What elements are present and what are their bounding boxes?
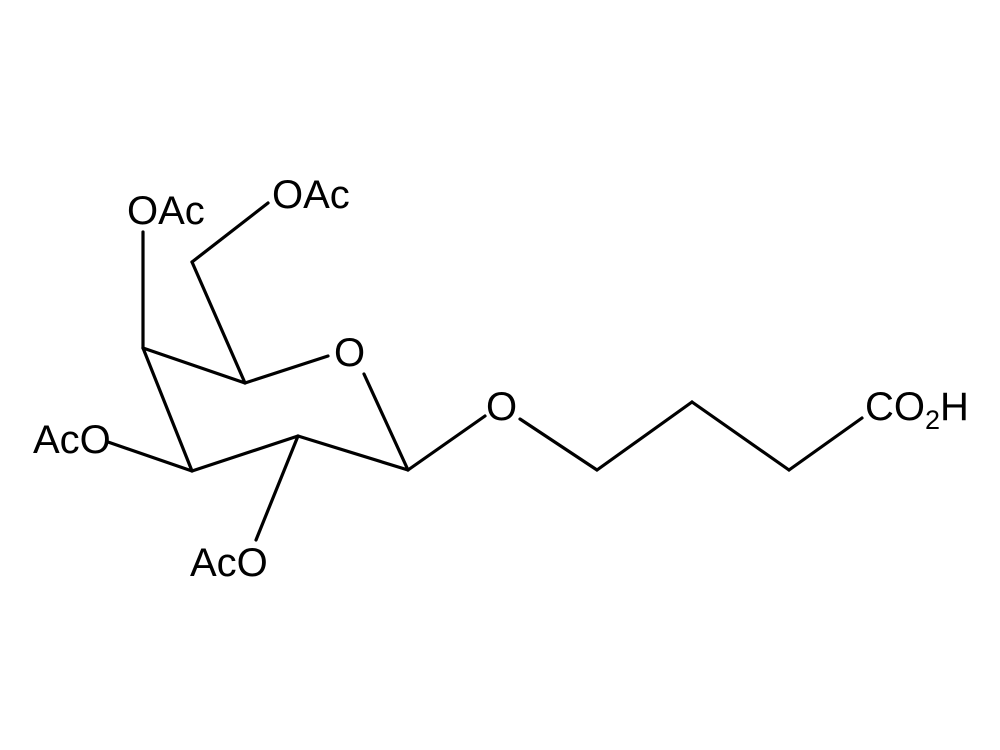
bond-c2-c3 [190,434,300,473]
bond-ring-o-c1 [362,372,410,472]
acid-label-subscript: 2 [925,405,940,435]
substituent-bonds [106,201,487,542]
bond-ch2a-ch2b [595,400,694,472]
bond-c3-c4 [141,346,194,473]
bond-c6-oac [190,201,270,264]
oac-label-c6: OAc [272,173,350,217]
aco-label-c2: AcO [190,541,268,585]
acid-label-tail: H [940,385,969,429]
oac-label-c4: OAc [127,189,205,233]
linker-chain [518,400,864,472]
bond-ch2c-cooh [787,416,864,472]
glycosidic-oxygen-label: O [486,385,517,429]
bond-c3-aco [106,440,194,473]
bond-c4-c5 [141,346,247,385]
bond-c1-c2 [296,434,410,472]
aco-label-c3: AcO [33,418,111,462]
bond-c5-c6 [190,260,247,385]
bond-c5-ring-o [243,354,330,385]
bond-c1-glycosidic-o [406,414,487,472]
pyranose-ring [141,346,410,473]
carboxylic-acid-label: CO2H [865,385,969,435]
bond-c2-aco [254,434,300,542]
acid-label-main: CO [865,385,925,429]
bond-o-ch2a [518,417,599,472]
bond-ch2b-ch2c [690,400,791,472]
ring-oxygen-label: O [334,331,365,375]
